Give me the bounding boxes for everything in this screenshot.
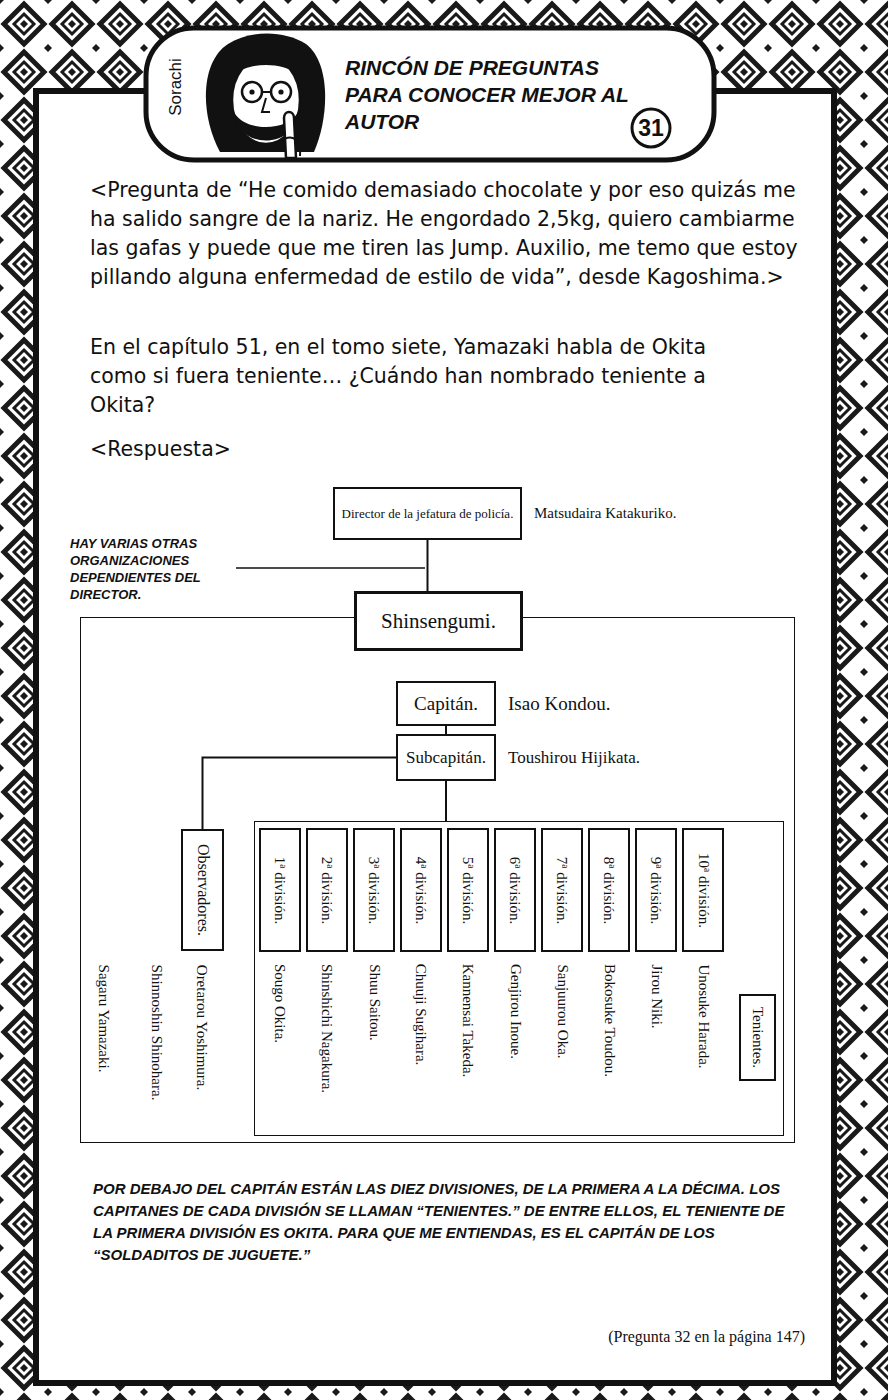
box-label: 10ª división. xyxy=(695,853,712,928)
division-box: 1ª división.Sougo Okita. xyxy=(259,828,301,952)
person-name: Kannensai Takeda. xyxy=(460,964,477,1078)
member-name: Sagaru Yamazaki. xyxy=(95,965,112,1073)
connector-line xyxy=(445,781,447,821)
question-text: En el capítulo 51, en el tomo siete, Yam… xyxy=(90,333,730,420)
person-name: Jirou Niki. xyxy=(648,964,665,1028)
region-label: Tenientes. xyxy=(739,993,776,1080)
person-name: Shinshichi Nagakura. xyxy=(319,964,336,1093)
connector-line xyxy=(203,758,397,830)
page-title: RINCÓN DE PREGUNTAS PARA CONOCER MEJOR A… xyxy=(345,54,635,135)
page-reference: (Pregunta 32 en la página 147) xyxy=(530,1328,805,1346)
person-name: Toushirou Hijikata. xyxy=(508,748,640,768)
rank-box: Subcapitán.Toushirou Hijikata. xyxy=(396,734,496,781)
box-label: 6ª división. xyxy=(507,856,524,923)
person-name: Bokosuke Toudou. xyxy=(601,964,618,1077)
person-name: Shuu Saitou. xyxy=(366,964,383,1041)
division-box: 10ª división.Unosuke Harada. xyxy=(682,828,724,952)
leader-line xyxy=(236,567,425,569)
box-label: 1ª división. xyxy=(272,856,289,923)
connector-line xyxy=(445,726,447,734)
division-box: 6ª división.Genjirou Inoue. xyxy=(494,828,536,952)
author-name: Sorachi xyxy=(166,58,186,116)
answer-heading: <Respuesta> xyxy=(90,435,231,464)
box-label: Subcapitán. xyxy=(406,748,486,768)
rank-box: Capitán.Isao Kondou. xyxy=(396,681,496,726)
person-name: Sougo Okita. xyxy=(272,964,289,1043)
callout-number: 31 xyxy=(632,112,670,144)
box-label: 9ª división. xyxy=(648,856,665,923)
box-label: Observadores. xyxy=(194,844,212,936)
division-box: 3ª división.Shuu Saitou. xyxy=(353,828,395,952)
division-region: 1ª división.Sougo Okita.2ª división.Shin… xyxy=(254,821,784,1136)
person-name: Chuuji Sugihara. xyxy=(413,964,430,1066)
header-banner xyxy=(146,28,714,160)
division-box: 9ª división.Jirou Niki. xyxy=(635,828,677,952)
person-name: Matsudaira Katakuriko. xyxy=(534,505,676,522)
number-circle xyxy=(632,109,670,147)
person-name: Isao Kondou. xyxy=(508,693,610,715)
box-label: Director de la jefatura de policía. xyxy=(342,506,514,522)
member-name: Oretarou Yoshimura. xyxy=(193,965,210,1090)
division-box: 5ª división.Kannensai Takeda. xyxy=(447,828,489,952)
connector-line xyxy=(427,540,429,591)
division-box: 4ª división.Chuuji Sugihara. xyxy=(400,828,442,952)
box-label: Capitán. xyxy=(414,693,478,715)
organization-region: Capitán.Isao Kondou.Subcapitán.Toushirou… xyxy=(80,617,795,1143)
box-label: 5ª división. xyxy=(460,856,477,923)
person-name: Genjirou Inoue. xyxy=(507,964,524,1059)
person-name: Sanjuurou Oka. xyxy=(554,964,571,1058)
page-panel xyxy=(36,91,834,1383)
division-box: 8ª división.Bokosuke Toudou. xyxy=(588,828,630,952)
person-name: Unosuke Harada. xyxy=(695,964,712,1068)
office-box: Director de la jefatura de policía.Matsu… xyxy=(333,487,522,540)
division-box: 7ª división.Sanjuurou Oka. xyxy=(541,828,583,952)
callout-note: HAY VARIAS OTRAS ORGANIZACIONES DEPENDIE… xyxy=(70,535,235,603)
question-text: <Pregunta de “He comido demasiado chocol… xyxy=(90,176,815,292)
box-label: 7ª división. xyxy=(554,856,571,923)
box-label: 2ª división. xyxy=(319,856,336,923)
author-portrait xyxy=(206,34,325,159)
box-label: 3ª división. xyxy=(366,856,383,923)
member-name: Shinnoshin Shinohara. xyxy=(148,965,165,1101)
box-label: 4ª división. xyxy=(413,856,430,923)
region-title: Shinsengumi. xyxy=(354,591,523,651)
division-box: 2ª división.Shinshichi Nagakura. xyxy=(306,828,348,952)
unit-box: Observadores. xyxy=(181,829,224,951)
box-label: 8ª división. xyxy=(601,856,618,923)
footnote: POR DEBAJO DEL CAPITÁN ESTÁN LAS DIEZ DI… xyxy=(93,1178,788,1266)
